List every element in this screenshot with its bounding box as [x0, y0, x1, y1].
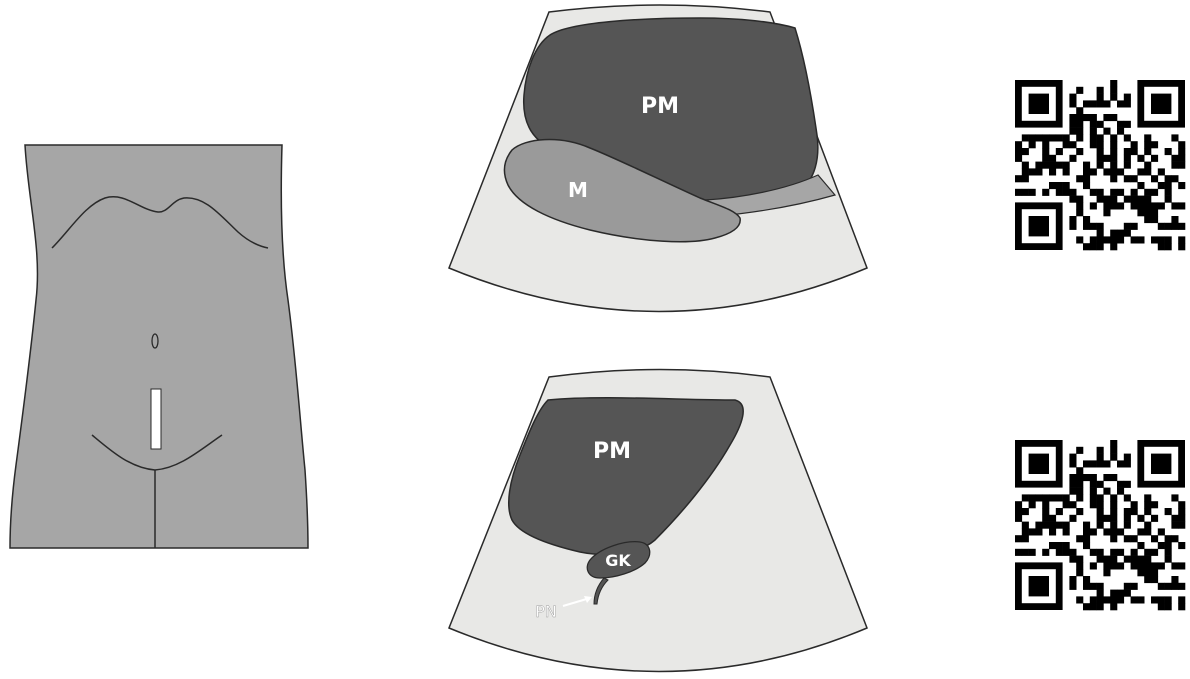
- top-pm-label: PM: [641, 94, 679, 119]
- bottom-pm-label: PM: [593, 439, 631, 464]
- qr-code-icon[interactable]: [1015, 80, 1185, 250]
- bottom-gk-label: GK: [605, 551, 631, 570]
- bottom-pn-label: PN: [535, 602, 557, 621]
- bottom-ultrasound-scan: PM GK PN: [449, 370, 867, 672]
- qr-code-icon[interactable]: [1015, 440, 1185, 610]
- top-m-label: M: [568, 178, 588, 202]
- top-ultrasound-scan: PM M: [449, 5, 867, 312]
- probe-marker: [151, 389, 161, 449]
- torso-diagram: [10, 145, 308, 548]
- torso-outline: [10, 145, 308, 548]
